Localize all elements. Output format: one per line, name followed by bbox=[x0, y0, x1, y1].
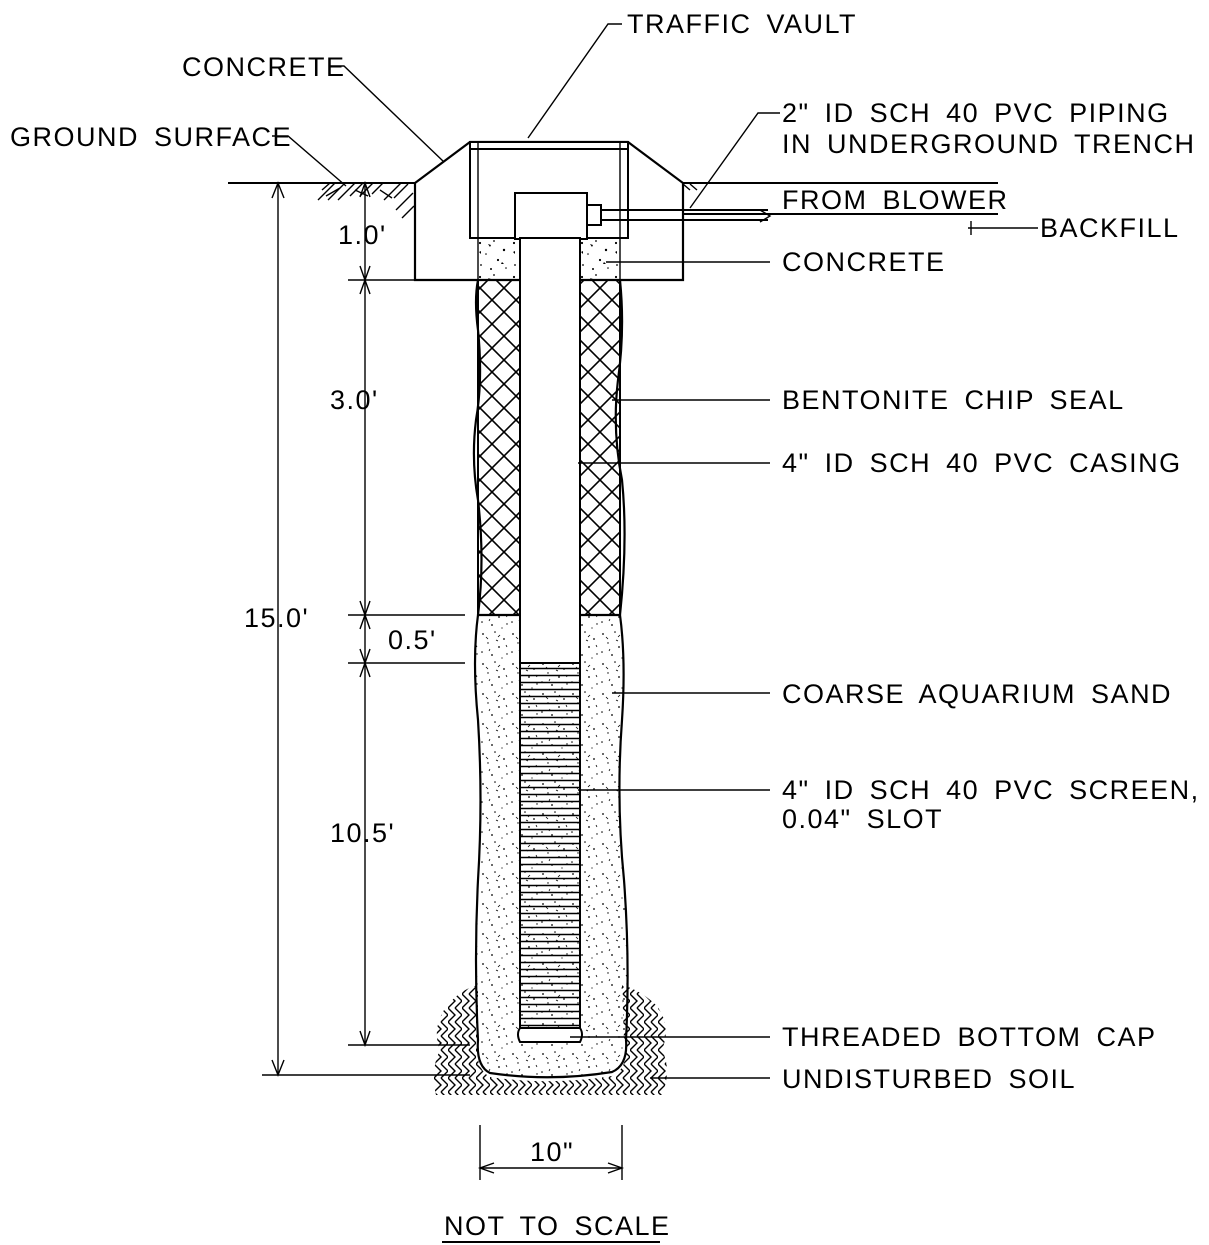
threaded-bottom-cap bbox=[517, 1027, 583, 1043]
label-traffic-vault: TRAFFIC VAULT bbox=[627, 9, 857, 39]
label-ground-surface: GROUND SURFACE bbox=[10, 122, 292, 152]
label-backfill: BACKFILL bbox=[1040, 213, 1180, 243]
ground-hatch bbox=[317, 182, 415, 219]
bentonite-seal-right bbox=[579, 279, 621, 616]
borehole-wall-left-upper bbox=[472, 279, 483, 616]
dimension-total bbox=[262, 181, 470, 1077]
leaders bbox=[272, 23, 780, 1079]
dim-screen-length: 10.5' bbox=[330, 818, 395, 848]
label-screen-1: 4" ID SCH 40 PVC SCREEN, bbox=[782, 775, 1200, 805]
dim-vault-depth: 1.0' bbox=[338, 220, 387, 250]
label-sand: COARSE AQUARIUM SAND bbox=[782, 679, 1172, 709]
label-screen-2: 0.04" SLOT bbox=[782, 804, 943, 834]
label-casing: 4" ID SCH 40 PVC CASING bbox=[782, 448, 1182, 478]
dim-transition: 0.5' bbox=[388, 625, 437, 655]
label-concrete-side: CONCRETE bbox=[782, 247, 946, 277]
pipe-coupling bbox=[586, 204, 602, 226]
wellhead-manifold bbox=[514, 192, 588, 240]
label-bottom-cap: THREADED BOTTOM CAP bbox=[782, 1022, 1157, 1052]
dimension-diameter bbox=[477, 1125, 625, 1180]
dimension-segments bbox=[348, 180, 470, 1048]
label-bentonite: BENTONITE CHIP SEAL bbox=[782, 385, 1125, 415]
pvc-screen bbox=[519, 662, 581, 1029]
label-piping-2: IN UNDERGROUND TRENCH bbox=[782, 129, 1196, 159]
borehole-wall-right-upper bbox=[614, 279, 626, 616]
pvc-casing bbox=[519, 237, 581, 664]
label-piping-1: 2" ID SCH 40 PVC PIPING bbox=[782, 98, 1170, 128]
bentonite-seal-left bbox=[477, 279, 521, 616]
label-concrete-top: CONCRETE bbox=[182, 52, 346, 82]
dim-seal-depth: 3.0' bbox=[330, 385, 379, 415]
label-undisturbed: UNDISTURBED SOIL bbox=[782, 1064, 1076, 1094]
note-not-to-scale: NOT TO SCALE bbox=[444, 1211, 671, 1241]
label-from-blower: FROM BLOWER bbox=[782, 185, 1009, 215]
ground-hatch-right bbox=[682, 183, 698, 191]
dim-total-depth: 15.0' bbox=[244, 603, 309, 633]
undisturbed-soil bbox=[433, 985, 667, 1095]
dim-boring-diameter: 10" bbox=[530, 1137, 574, 1167]
